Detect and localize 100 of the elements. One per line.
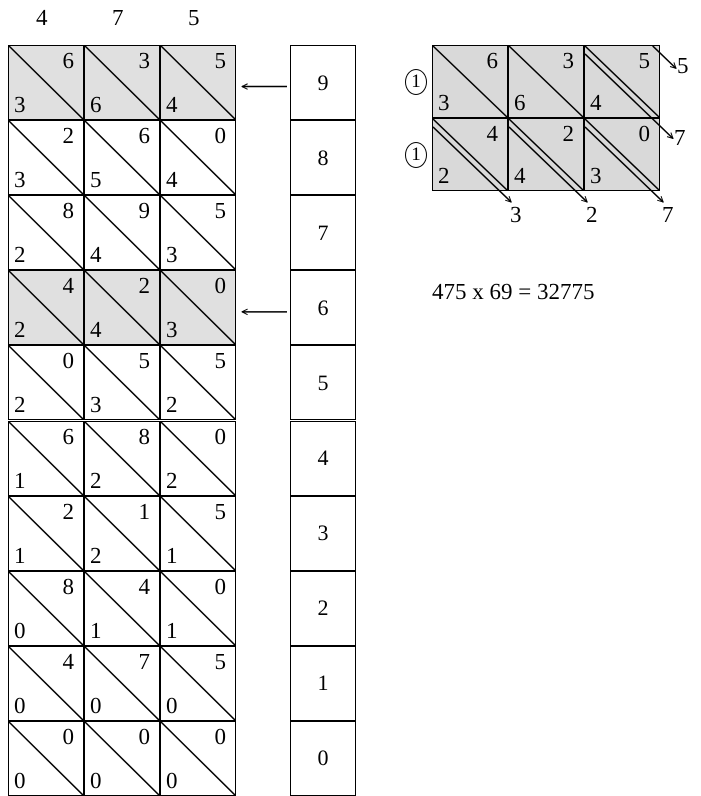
units-digit: 2 [138,274,150,298]
lattice-cell [84,570,160,646]
tens-digit: 3 [438,91,450,115]
lattice-cell [84,120,160,196]
tens-digit: 2 [166,468,178,493]
units-digit: 0 [638,122,650,146]
lattice-cell [84,45,160,120]
index-box [290,646,356,721]
units-digit: 6 [138,124,150,148]
index-box [290,720,356,796]
equation-text: 475 x 69 = 32775 [432,280,594,304]
lattice-cell [84,646,160,721]
arrow [652,45,677,69]
row-number: 5 [316,370,330,396]
units-digit: 3 [138,49,150,73]
units-digit: 0 [62,724,74,749]
row-number: 9 [316,70,330,96]
column-header: 4 [36,6,48,30]
lattice-cell [160,270,236,346]
tens-digit: 4 [166,168,178,192]
tens-digit: 2 [90,468,102,493]
lattice-cell [84,345,160,420]
units-digit: 8 [138,424,150,448]
units-digit: 5 [214,349,226,374]
units-digit: 5 [138,349,150,374]
tens-digit: 3 [90,393,102,418]
index-box [290,195,356,270]
units-digit: 1 [138,500,150,524]
tens-digit: 0 [90,694,102,718]
units-digit: 3 [562,49,574,73]
units-digit: 4 [486,122,498,146]
arrow [242,308,287,316]
lattice-cell [160,646,236,721]
lattice-cell [8,720,84,796]
tens-digit: 4 [90,243,102,268]
lattice-cell [84,270,160,346]
index-box [290,270,356,346]
units-digit: 6 [62,49,74,73]
row-number: 4 [316,445,330,472]
result-digit: 3 [510,203,522,227]
tens-digit: 0 [166,768,178,793]
column-header: 7 [112,6,124,30]
tens-digit: 3 [14,93,26,118]
units-digit: 5 [214,500,226,524]
lattice-cell [432,45,508,118]
lattice-cell [8,420,84,496]
units-digit: 8 [62,574,74,599]
tens-digit: 2 [14,393,26,418]
tens-digit: 1 [14,468,26,493]
tens-digit: 4 [590,91,602,115]
lattice-cell [160,45,236,120]
tens-digit: 2 [14,318,26,342]
units-digit: 0 [62,349,74,374]
index-box [290,345,356,420]
lattice-cell [84,496,160,571]
arrow [584,126,664,203]
arrow [432,126,512,203]
units-digit: 2 [62,124,74,148]
units-digit: 4 [62,274,74,298]
lattice-cell [84,720,160,796]
lattice-cell [8,570,84,646]
tens-digit: 0 [14,618,26,643]
circled-number: 1 [405,142,427,168]
index-box [290,420,356,496]
tens-digit: 0 [166,694,178,718]
tens-digit: 6 [90,93,102,118]
tens-digit: 1 [166,544,178,568]
tens-digit: 0 [14,768,26,793]
units-digit: 0 [138,724,150,749]
row-number: 6 [316,294,330,321]
lattice-cell [160,720,236,796]
index-box [290,120,356,196]
units-digit: 0 [214,274,226,298]
tens-digit: 1 [166,618,178,643]
lattice-cell [584,45,660,118]
units-digit: 6 [486,49,498,73]
tens-digit: 0 [90,768,102,793]
index-box [290,45,356,120]
lattice-cell [8,195,84,270]
tens-digit: 4 [514,164,526,188]
arrow [242,83,287,90]
lattice-cell [584,118,660,191]
lattice-cell [8,120,84,196]
column-header: 5 [188,6,200,30]
tens-digit: 0 [14,694,26,718]
circled-number: 1 [405,68,427,94]
units-digit: 0 [214,724,226,749]
lattice-cell [8,270,84,346]
result-digit: 7 [662,203,674,227]
units-digit: 0 [214,424,226,448]
result-digit: 7 [674,126,686,150]
lattice-cell [432,118,508,191]
tens-digit: 2 [14,243,26,268]
units-digit: 8 [62,199,74,224]
lattice-cell [160,570,236,646]
row-number: 2 [316,595,330,622]
row-number: 1 [316,670,330,696]
lattice-cell [84,420,160,496]
tens-digit: 2 [438,164,450,188]
tens-digit: 3 [166,318,178,342]
